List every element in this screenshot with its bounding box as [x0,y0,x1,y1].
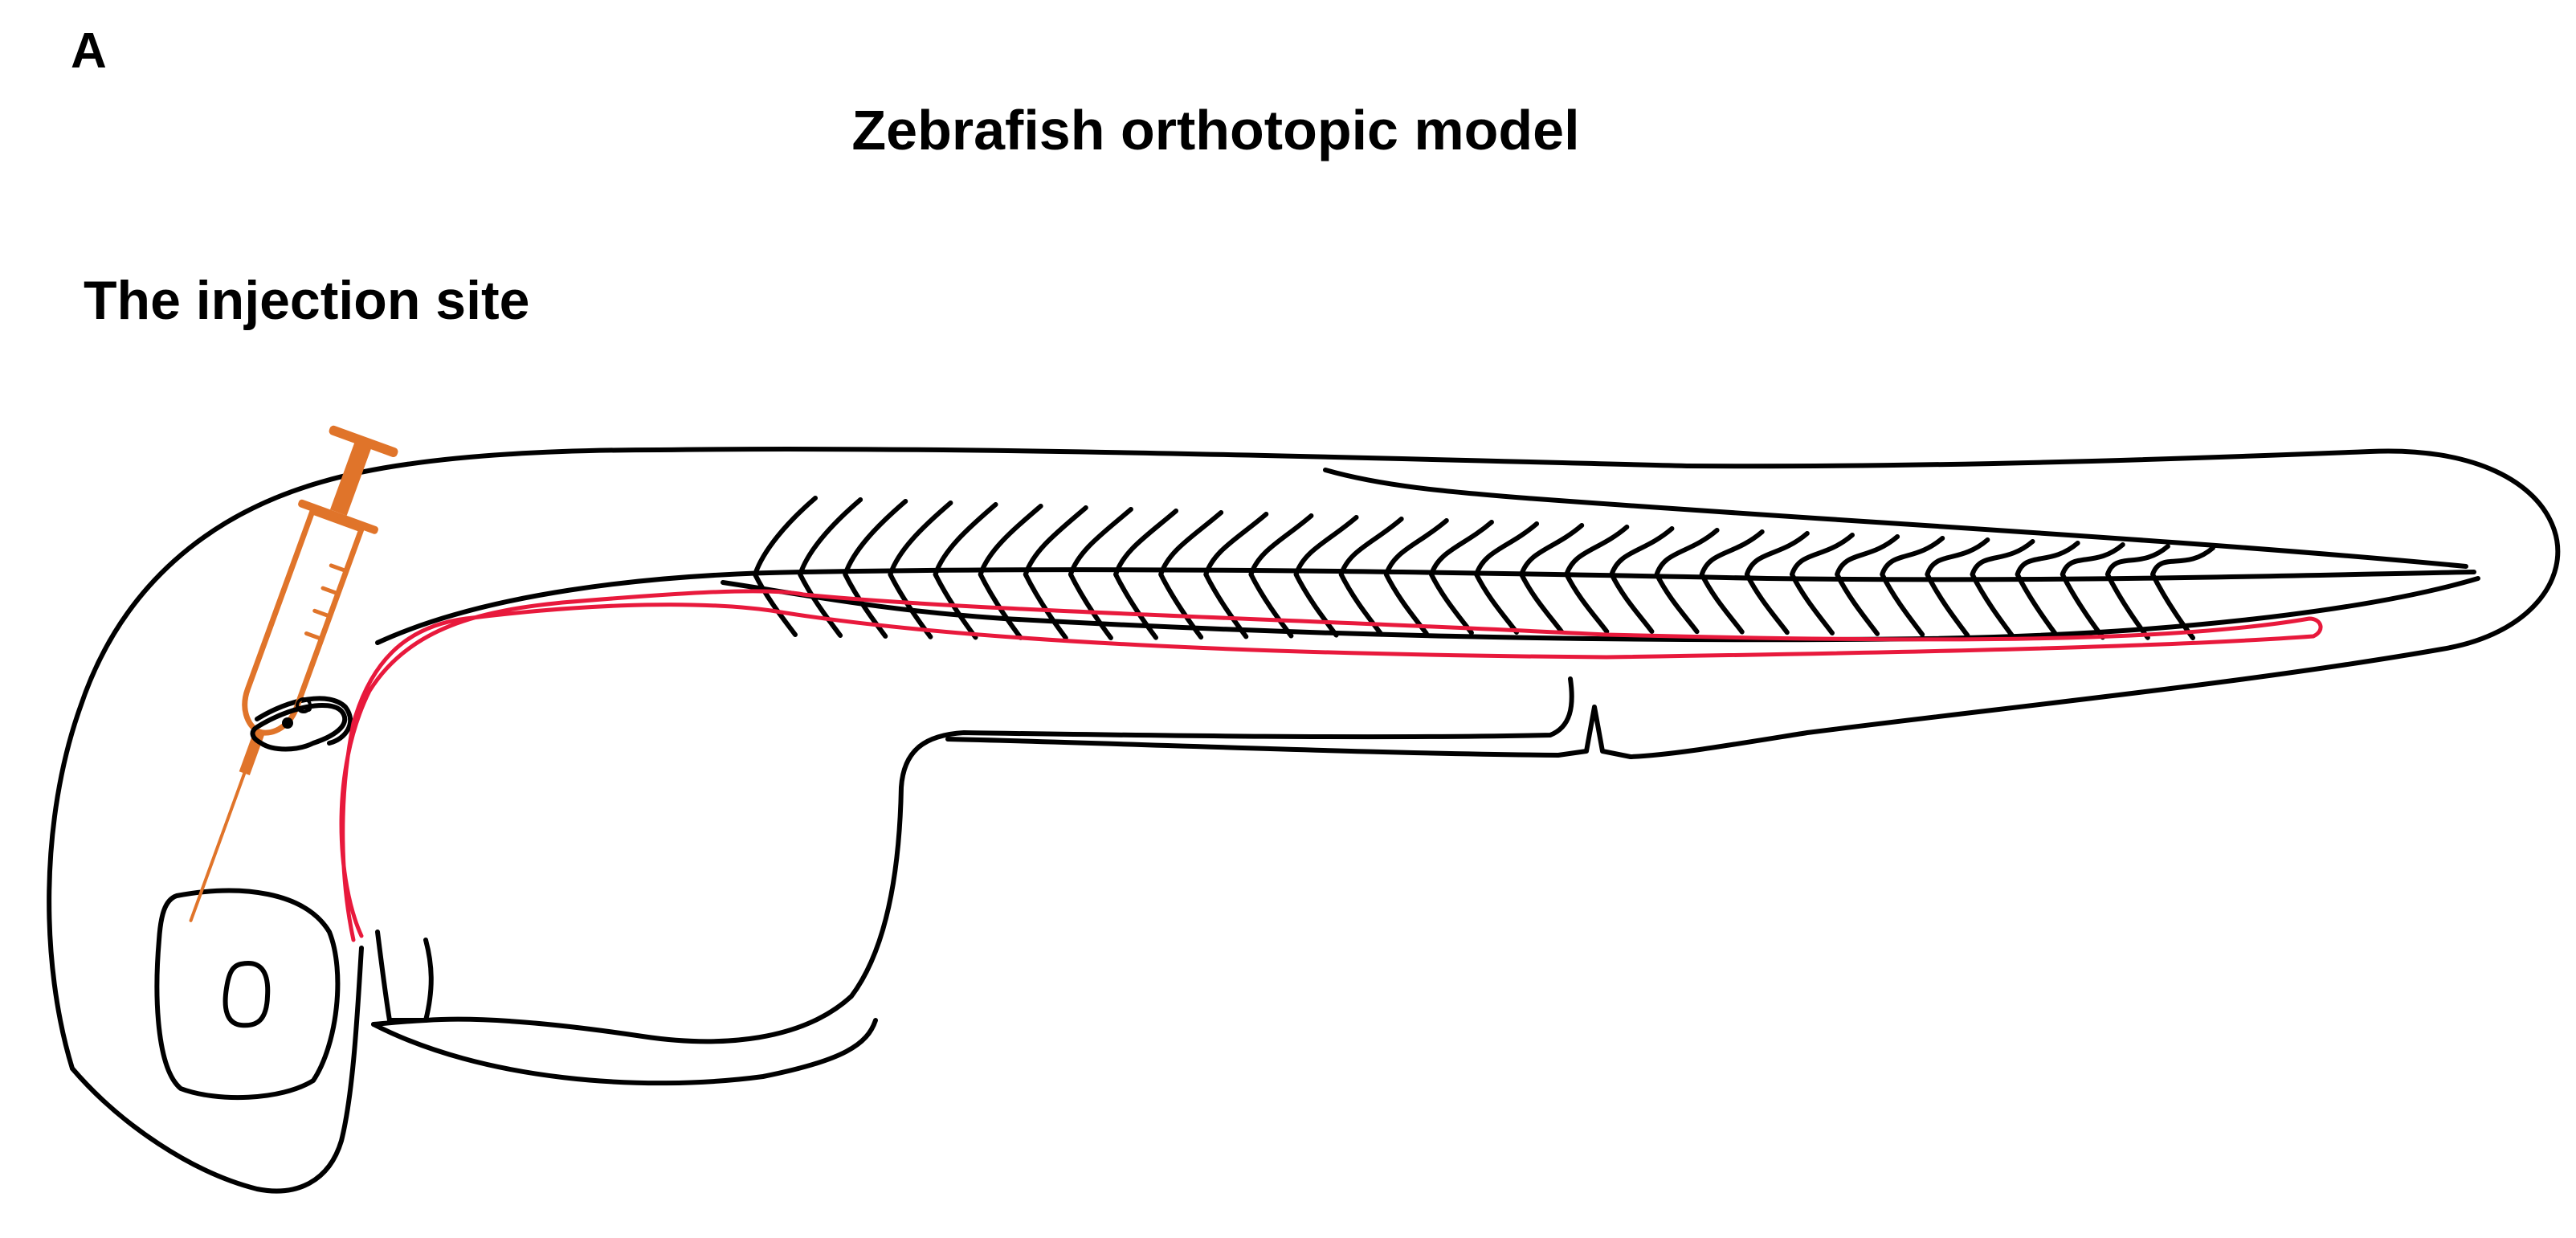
somite-chevron [1654,528,1720,635]
figure-title: Zebrafish orthotopic model [851,99,1580,161]
blood-vessel [339,589,2323,942]
somite-chevron [1880,536,1945,637]
trunk-lower-line [721,576,2480,643]
somite-chevron [1699,529,1765,635]
somite-chevron [1293,515,1359,638]
somite-chevron [1113,509,1179,640]
somite-chevron [1428,520,1494,635]
injection-site-marker [250,703,348,752]
injected-cell [305,705,312,712]
eye-outline [154,888,341,1101]
somite-chevron [1789,533,1855,635]
somite-chevron [1023,505,1088,640]
somite-chevron [1474,521,1540,635]
somite-chevron [933,502,998,640]
somite-chevron [2104,544,2170,640]
somite-chevron [1519,523,1585,635]
dorsal-aorta-line [339,589,2323,942]
injection-site-label: The injection site [84,270,530,331]
yolk-extension-outline [371,676,1574,1044]
head-lower-outline [70,946,364,1194]
injected-cell [296,697,312,713]
pericardium-notch [375,930,434,1023]
somite-chevron [1970,539,2035,639]
trunk-upper-line [375,567,2476,645]
somite-chevron [1383,518,1449,636]
panel-letter: A [71,23,107,79]
injected-cell-cluster-outline [250,703,348,752]
syringe-icon [189,425,398,922]
somite-chevron [753,496,818,637]
somite-chevron [2060,542,2125,640]
lens-outline [222,961,271,1028]
somite-chevron [1158,510,1224,640]
fish-body-outline [47,447,2561,1071]
yolk-sac-outline [371,1018,878,1086]
somite-chevron [1564,525,1630,635]
somite-chevron [1068,507,1133,640]
somite-chevron [843,499,908,639]
otic-vesicle-outline [255,696,353,746]
somite-chevron [2015,541,2080,639]
somite-chevron [1744,531,1810,635]
somite-chevron [1338,517,1404,637]
somite-chevron [888,501,953,639]
somites [753,496,2215,640]
somite-chevron [978,504,1043,640]
injected-cell [282,717,293,729]
somite-chevron [1835,534,1900,636]
dorsal-fin-fold-line [1323,468,2468,569]
injected-cells [282,697,312,729]
somite-chevron [2150,545,2215,640]
somite-chevron [1609,526,1675,635]
fish-outline [47,447,2561,1194]
somite-chevron [1925,537,1990,638]
